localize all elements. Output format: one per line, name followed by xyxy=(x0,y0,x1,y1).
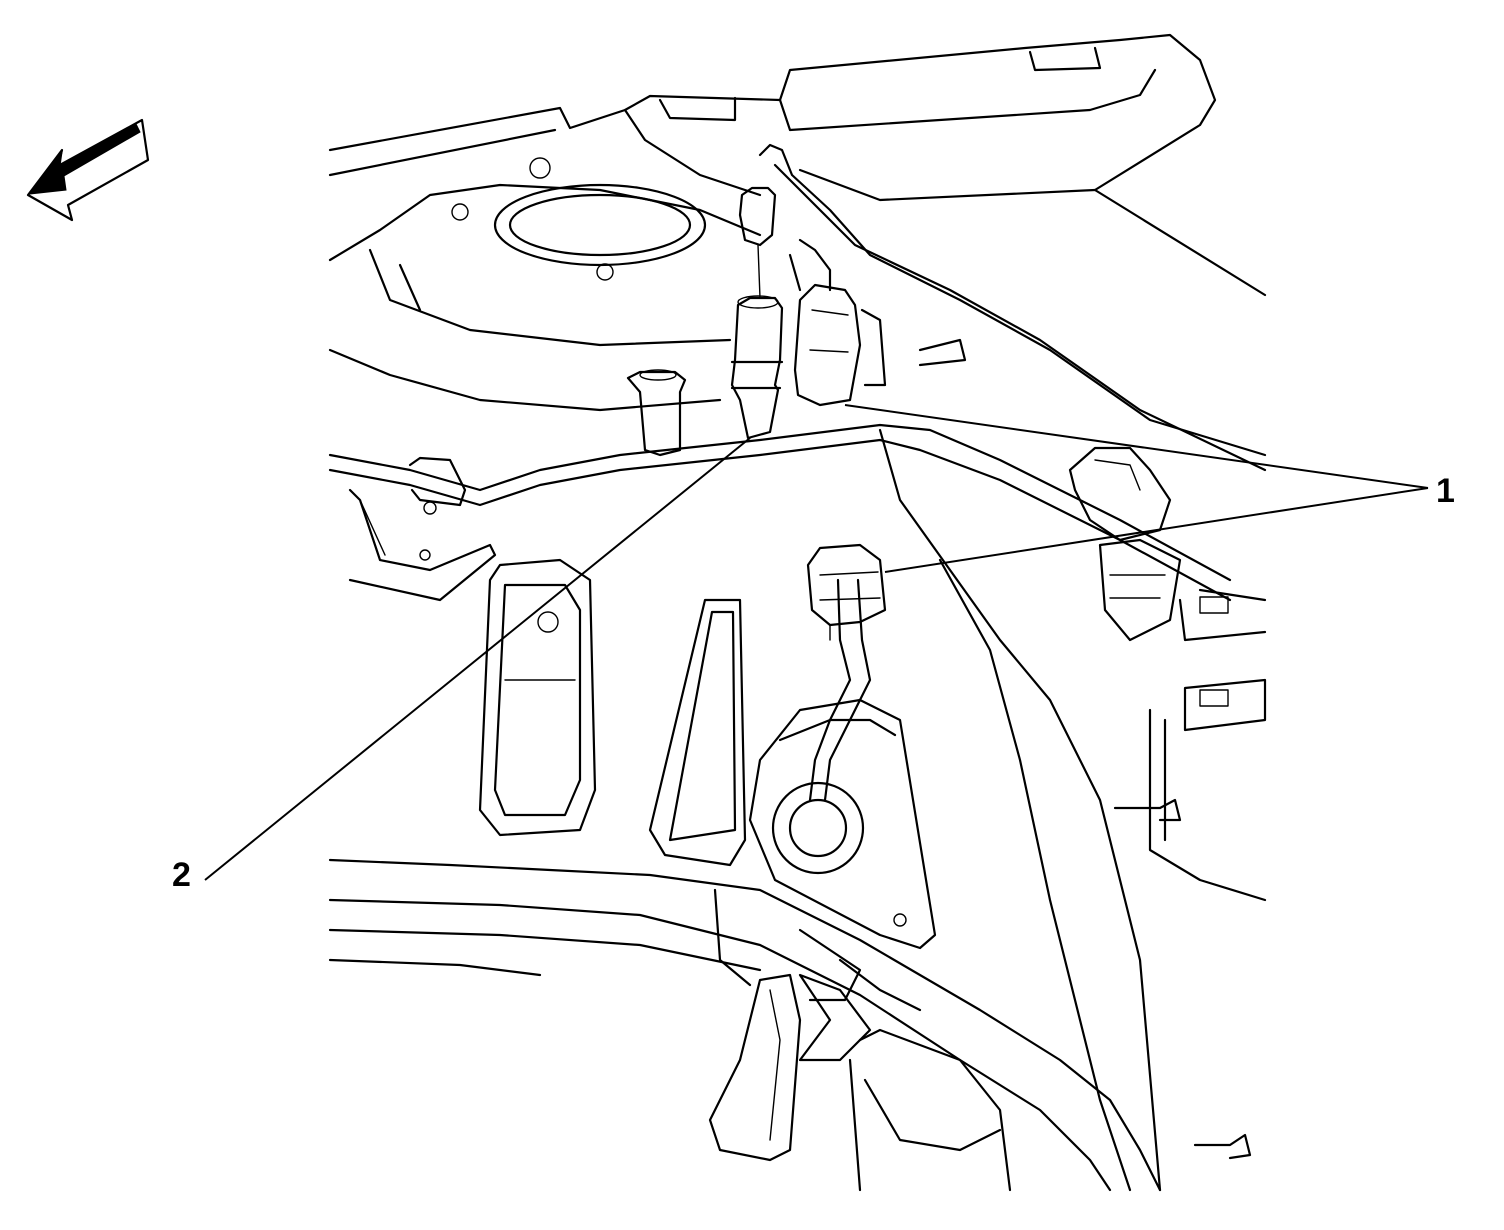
floor-pan xyxy=(328,858,1162,1192)
left-pocket xyxy=(478,558,597,837)
lower-bracket-left xyxy=(708,973,802,1162)
front-direction-arrow-icon xyxy=(26,118,150,222)
wiring-harness xyxy=(758,143,1267,802)
center-wedge xyxy=(648,598,747,867)
harness-connector-lower xyxy=(806,543,887,641)
tower-stud xyxy=(626,369,687,457)
left-bracket xyxy=(348,488,497,602)
harness-clip-cluster xyxy=(1068,446,1182,642)
sensor-connector-upper xyxy=(730,186,784,440)
callout-label-1: 1 xyxy=(1436,472,1455,510)
callout-label-2: 2 xyxy=(172,856,191,894)
lower-tube xyxy=(328,423,1232,602)
right-side-structure xyxy=(878,338,1267,1192)
lower-bracket-right xyxy=(798,973,1012,1192)
spring-tower xyxy=(328,157,762,412)
leader-lines xyxy=(204,404,1429,881)
upper-body-panel xyxy=(328,33,1267,297)
harness-connector-upper xyxy=(793,283,887,407)
grommet-plate xyxy=(748,698,937,950)
